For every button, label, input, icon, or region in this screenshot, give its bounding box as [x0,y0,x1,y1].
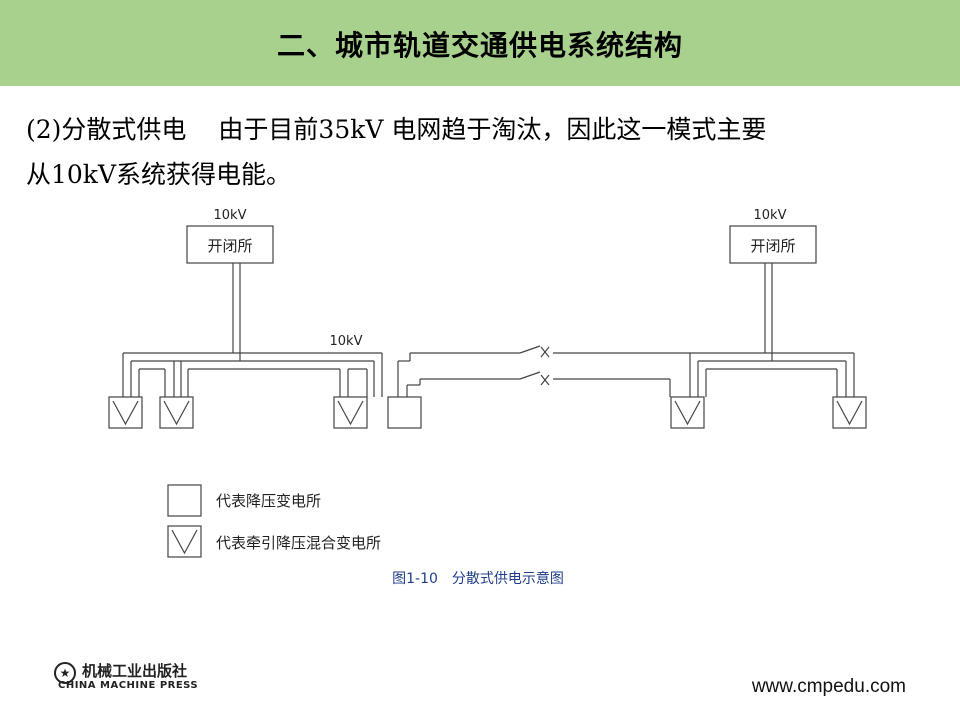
publisher-emblem-icon: ★ [54,662,76,684]
legend-mixed-label: 代表牵引降压混合变电所 [216,534,381,552]
mixed-substation [108,396,143,429]
publisher-name-en: CHINA MACHINE PRESS [58,680,199,691]
step-down-substation [387,396,422,429]
left-source-voltage: 10kV [214,208,247,223]
mixed-substation [159,396,194,429]
mid-voltage-label: 10kV [330,334,363,349]
slide-title: 二、城市轨道交通供电系统结构 [276,29,683,62]
right-source-voltage: 10kV [754,208,787,223]
legend-step-down-symbol [167,484,202,517]
mixed-substation [832,396,867,429]
left-switching-station-label: 开闭所 [207,237,252,255]
right-switching-station [729,225,817,264]
publisher-website: www.cmpedu.com [751,676,906,697]
legend-step-down-label: 代表降压变电所 [216,492,321,510]
figure-caption: 图1-10 分散式供电示意图 [392,570,564,587]
paragraph-heading: (2)分散式供电 [26,115,187,144]
left-switching-station [186,225,274,264]
tie-switch-icons [540,346,550,386]
mixed-substation [333,396,368,429]
publisher-name-cn: 机械工业出版社 [82,662,188,680]
title-bar [0,0,960,86]
bus-lines [122,263,855,397]
legend-mixed-symbol [167,525,202,558]
mixed-substation [670,396,705,429]
paragraph-line-2: 从10kV系统获得电能。 [26,160,292,189]
right-switching-station-label: 开闭所 [750,237,795,255]
paragraph-text-1: 由于目前35kV 电网趋于淘汰，因此这一模式主要 [218,115,767,144]
paragraph-line-1: (2)分散式供电 由于目前35kV 电网趋于淘汰，因此这一模式主要 [26,110,926,146]
